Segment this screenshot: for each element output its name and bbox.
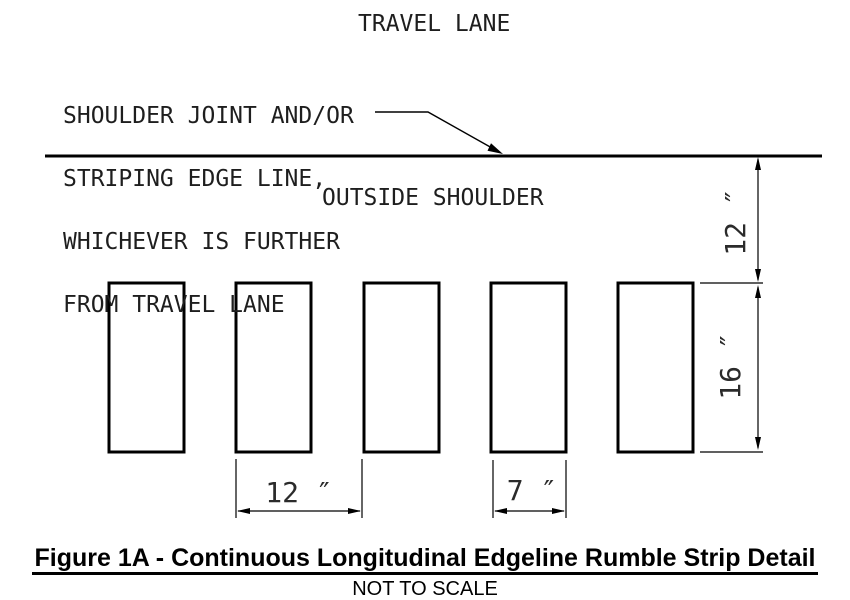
not-to-scale-label: NOT TO SCALE (352, 578, 498, 600)
bottom-dimension-group (235, 459, 567, 518)
note-line-4: FROM TRAVEL LANE (63, 292, 285, 318)
rumble-strip-rect (489, 281, 568, 454)
rumble-strip-rect (107, 281, 186, 454)
right-dimension-group (700, 157, 763, 453)
rumble-strip-rect (362, 281, 441, 454)
outside-shoulder-label: OUTSIDE SHOULDER (322, 185, 544, 211)
caption-block: Figure 1A - Continuous Longitudinal Edge… (0, 545, 850, 575)
dim-label-strip-length: 16 ″ (714, 332, 747, 400)
rumble-strip-rect (616, 281, 695, 454)
note-line-1: SHOULDER JOINT AND/OR (63, 103, 354, 129)
dim-label-strip-spacing: 12 ″ (265, 476, 333, 509)
note-line-3: WHICHEVER IS FURTHER (63, 229, 340, 255)
travel-lane-label: TRAVEL LANE (358, 11, 511, 37)
dim-label-edge-offset: 12 ″ (719, 188, 752, 256)
rumble-strip-rect (234, 281, 313, 454)
leader-arrowhead (487, 143, 503, 154)
dim-label-strip-width: 7 ″ (506, 474, 558, 507)
note-line-2: STRIPING EDGE LINE, (63, 166, 327, 192)
figure-title: Figure 1A - Continuous Longitudinal Edge… (32, 545, 818, 575)
rumble-strips (107, 281, 695, 454)
note-leader-line (375, 111, 503, 154)
shoulder-joint-note: SHOULDER JOINT AND/OR STRIPING EDGE LINE… (63, 64, 354, 358)
